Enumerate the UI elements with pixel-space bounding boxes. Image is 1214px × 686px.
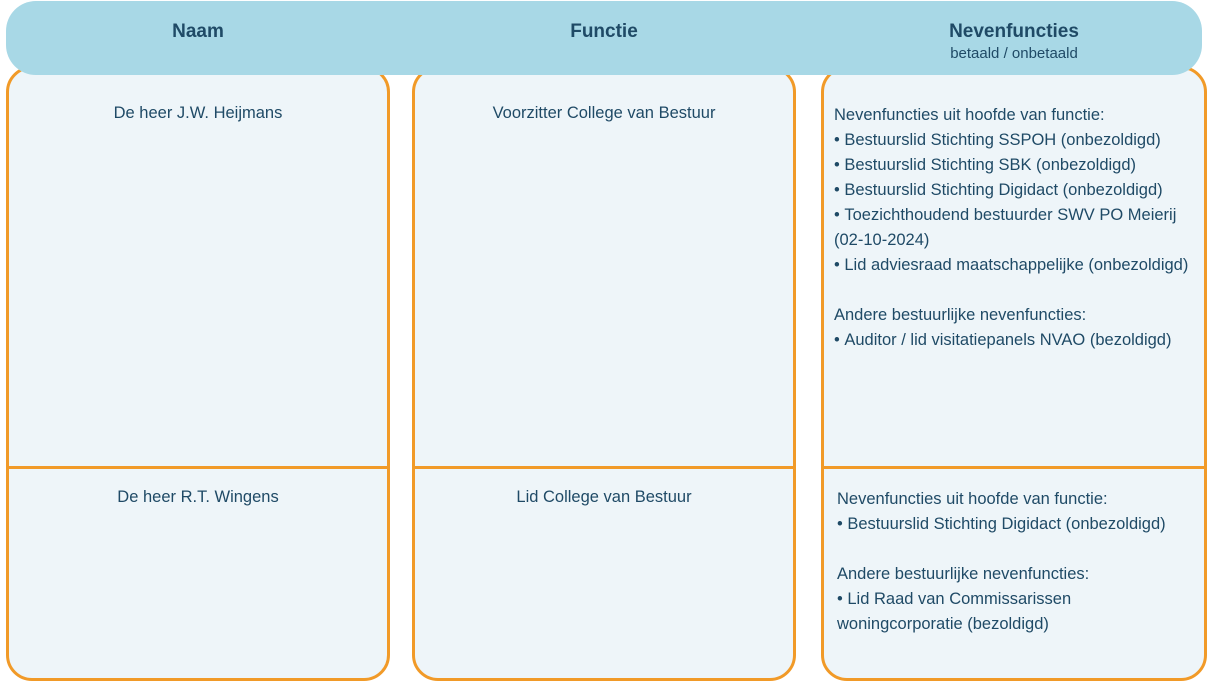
neven-group: Nevenfuncties uit hoofde van functie: Be… bbox=[834, 103, 1196, 278]
neven-group: Andere bestuurlijke nevenfuncties: Audit… bbox=[834, 303, 1196, 353]
neven-item: Bestuurslid Stichting Digidact (onbezold… bbox=[837, 512, 1196, 537]
row-1-functie: Voorzitter College van Bestuur bbox=[492, 104, 716, 122]
row-1-naam: De heer J.W. Heijmans bbox=[113, 104, 283, 122]
neven-item: Toezichthoudend bestuurder SWV PO Meieri… bbox=[834, 203, 1196, 253]
row-divider bbox=[415, 466, 793, 469]
neven-group-heading: Andere bestuurlijke nevenfuncties: bbox=[834, 306, 1087, 324]
neven-item: Lid adviesraad maatschappelijke (onbezol… bbox=[834, 253, 1196, 278]
row-2-functie: Lid College van Bestuur bbox=[516, 488, 692, 506]
neven-group: Andere bestuurlijke nevenfuncties: Lid R… bbox=[837, 562, 1196, 637]
neven-group-heading: Andere bestuurlijke nevenfuncties: bbox=[837, 565, 1090, 583]
neven-item: Bestuurslid Stichting Digidact (onbezold… bbox=[834, 178, 1196, 203]
neven-item: Lid Raad van Commissarissen woningcorpor… bbox=[837, 587, 1196, 637]
column-nevenfuncties: Nevenfuncties uit hoofde van functie: Be… bbox=[821, 66, 1207, 681]
table-header: Naam Functie Nevenfuncties betaald / onb… bbox=[6, 1, 1202, 75]
neven-group: Nevenfuncties uit hoofde van functie: Be… bbox=[837, 487, 1196, 537]
header-nevenfuncties-subtitle: betaald / onbetaald bbox=[950, 45, 1078, 62]
neven-group-heading: Nevenfuncties uit hoofde van functie: bbox=[834, 106, 1105, 124]
row-divider bbox=[9, 466, 387, 469]
header-naam: Naam bbox=[172, 21, 224, 42]
header-nevenfuncties: Nevenfuncties betaald / onbetaald bbox=[821, 21, 1207, 95]
neven-item: Bestuurslid Stichting SSPOH (onbezoldigd… bbox=[834, 128, 1196, 153]
row-1-nevenfuncties: Nevenfuncties uit hoofde van functie: Be… bbox=[834, 103, 1196, 353]
row-2-nevenfuncties: Nevenfuncties uit hoofde van functie: Be… bbox=[837, 487, 1196, 637]
row-2-naam: De heer R.T. Wingens bbox=[117, 488, 279, 506]
header-nevenfuncties-title: Nevenfuncties bbox=[949, 21, 1079, 42]
neven-item: Bestuurslid Stichting SBK (onbezoldigd) bbox=[834, 153, 1196, 178]
row-divider bbox=[824, 466, 1204, 469]
neven-group-heading: Nevenfuncties uit hoofde van functie: bbox=[837, 490, 1108, 508]
header-functie: Functie bbox=[570, 21, 638, 42]
neven-item: Auditor / lid visitatiepanels NVAO (bezo… bbox=[834, 328, 1196, 353]
column-functie: Voorzitter College van Bestuur Lid Colle… bbox=[412, 66, 796, 681]
column-naam: De heer J.W. Heijmans De heer R.T. Winge… bbox=[6, 66, 390, 681]
